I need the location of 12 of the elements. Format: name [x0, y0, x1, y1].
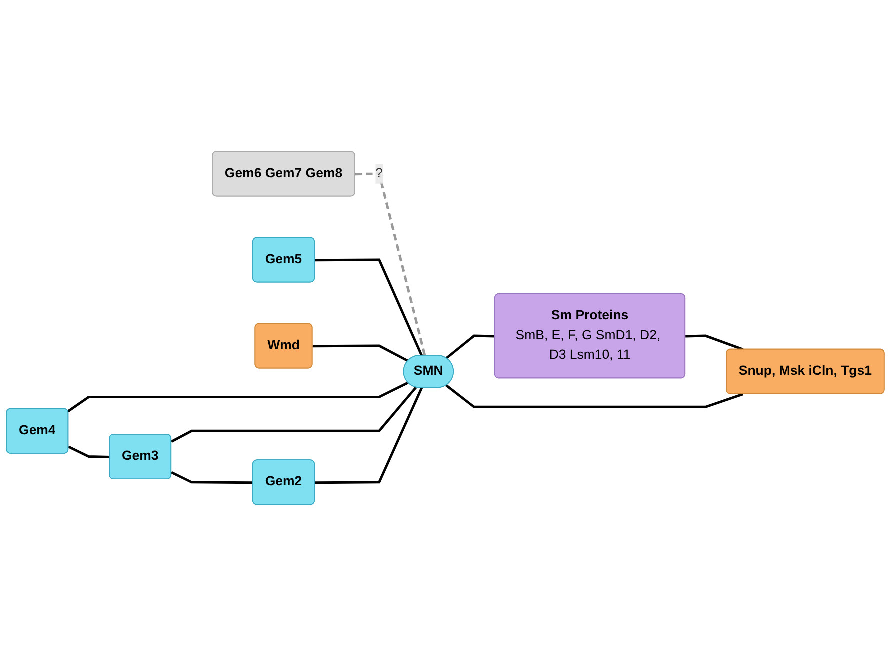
connector	[314, 387, 424, 484]
connector	[314, 258, 424, 356]
connector	[446, 384, 744, 408]
connector	[446, 334, 496, 360]
connector	[170, 386, 418, 443]
connector	[68, 446, 110, 458]
connector	[355, 172, 426, 356]
connector	[171, 471, 254, 484]
connector	[686, 334, 744, 351]
connector	[312, 344, 409, 362]
edge-label: ?	[376, 166, 384, 180]
connector	[68, 382, 409, 412]
